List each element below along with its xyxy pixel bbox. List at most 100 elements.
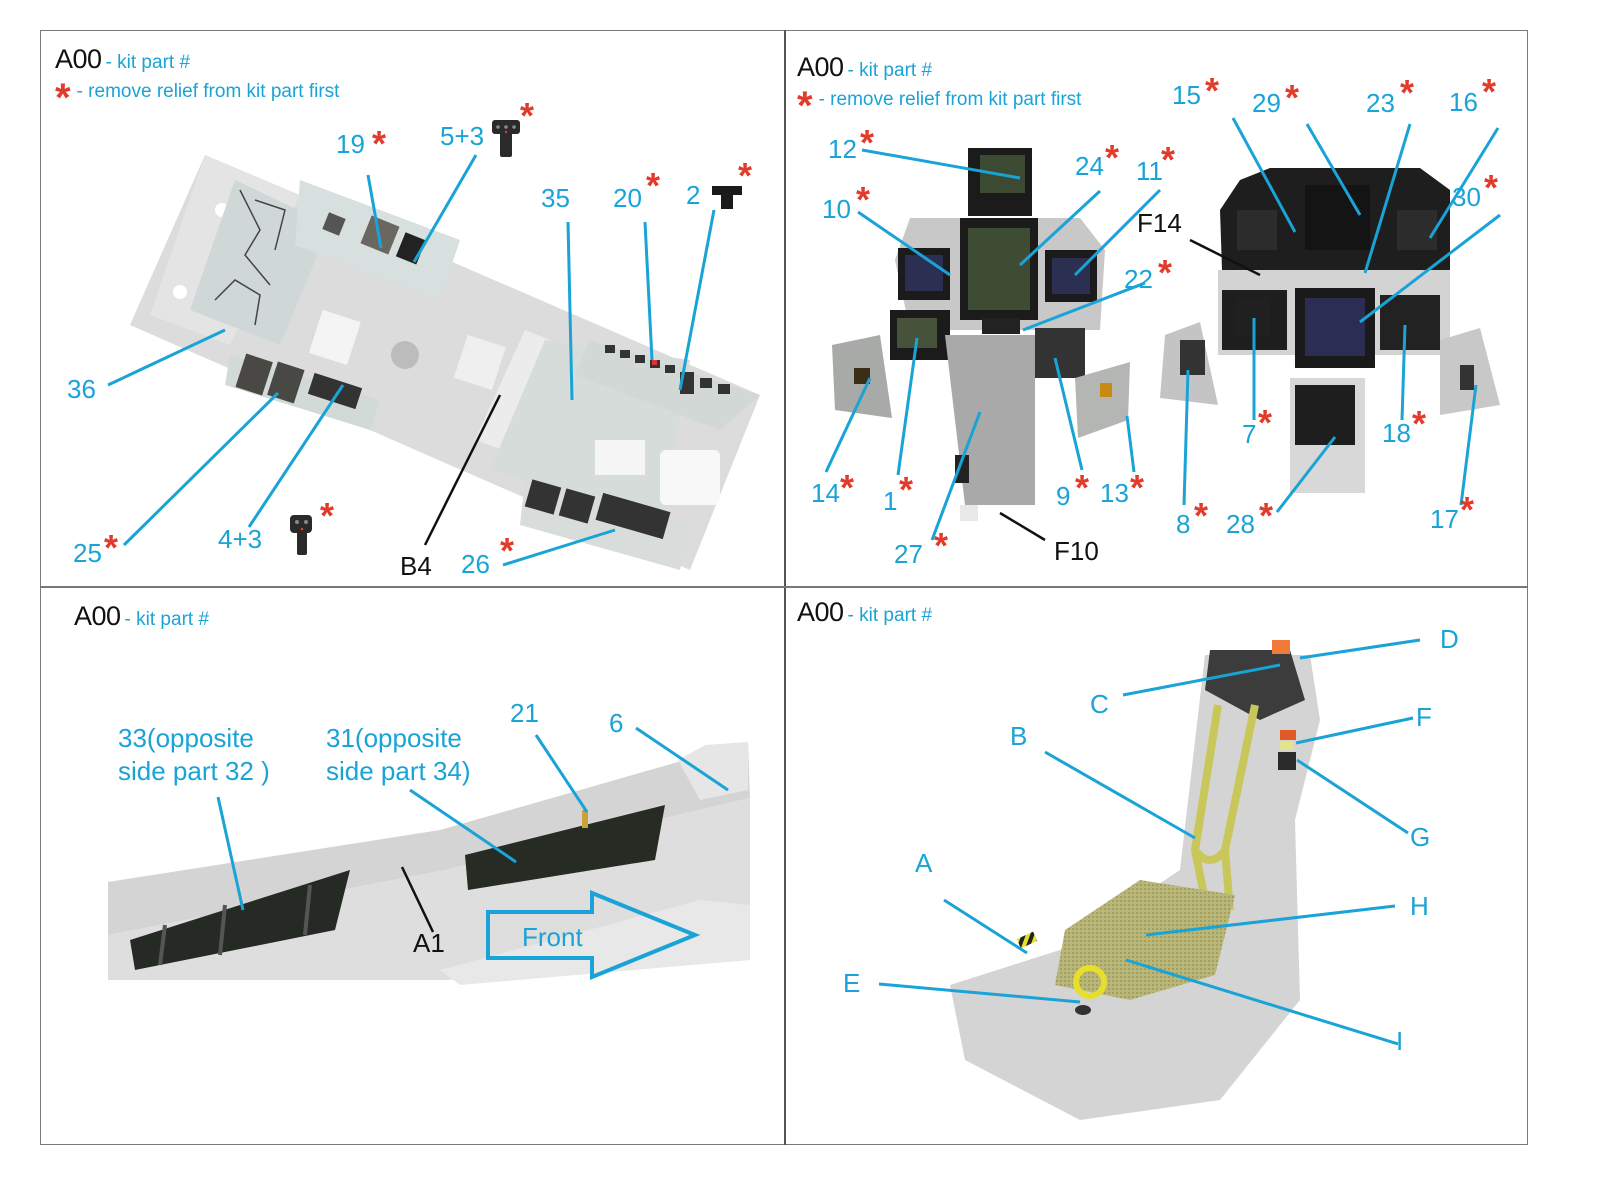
label-part-15: 15 xyxy=(1172,80,1201,110)
label-part-22: 22 xyxy=(1124,264,1153,294)
cockpit-tub-illustration xyxy=(130,155,760,570)
label-part-8: 8 xyxy=(1176,509,1190,539)
stick-grip-icon xyxy=(290,515,312,555)
asterisk-icon: * xyxy=(1161,139,1175,180)
asterisk-icon: * xyxy=(1482,71,1496,112)
kit-code: A00 xyxy=(797,52,844,82)
asterisk-icon: * xyxy=(1400,72,1414,113)
label-part-2: 2 xyxy=(686,180,700,210)
label-part-33-note: side part 32 ) xyxy=(118,756,270,786)
label-part-A1: A1 xyxy=(413,928,445,958)
label-seat-C: C xyxy=(1090,689,1109,719)
asterisk-icon: * xyxy=(1484,167,1498,208)
asterisk-icon: * xyxy=(372,123,386,164)
label-part-26: 26 xyxy=(461,549,490,579)
asterisk-icon: * xyxy=(1158,252,1172,293)
kit-code: A00 xyxy=(74,601,121,631)
ejection-seat-illustration xyxy=(950,640,1320,1120)
asterisk-icon: * xyxy=(1259,495,1273,536)
front-label: Front xyxy=(522,922,583,952)
label-part-9: 9 xyxy=(1056,481,1070,511)
asterisk-icon: * xyxy=(1075,467,1089,508)
label-part-19: 19 xyxy=(336,129,365,159)
label-part-F10: F10 xyxy=(1054,536,1099,566)
front-arrow xyxy=(486,890,701,980)
front-panel-left-illustration xyxy=(832,148,1130,521)
kit-code: A00 xyxy=(797,597,844,627)
label-seat-G: G xyxy=(1410,822,1430,852)
stick-grip-icon xyxy=(492,120,520,157)
asterisk-icon: * xyxy=(797,84,813,128)
label-part-23: 23 xyxy=(1366,88,1395,118)
label-seat-E: E xyxy=(843,968,860,998)
legend-top-left: A00- kit part # *- remove relief from ki… xyxy=(55,44,340,118)
label-seat-B: B xyxy=(1010,721,1027,751)
label-part-6: 6 xyxy=(609,708,623,738)
label-part-16: 16 xyxy=(1449,87,1478,117)
asterisk-icon: * xyxy=(104,527,118,568)
vertical-divider xyxy=(784,30,786,1145)
asterisk-icon: * xyxy=(1105,137,1119,178)
asterisk-icon: * xyxy=(1460,489,1474,530)
kit-desc: - kit part # xyxy=(105,52,191,73)
label-part-F14: F14 xyxy=(1137,208,1182,238)
label-part-12: 12 xyxy=(828,134,857,164)
asterisk-icon: * xyxy=(840,467,854,508)
label-part-30: 30 xyxy=(1452,182,1481,212)
label-part-4-3: 4+3 xyxy=(218,524,262,554)
horizontal-divider xyxy=(40,586,1528,588)
kit-desc: - kit part # xyxy=(847,60,933,81)
label-part-14: 14 xyxy=(811,478,840,508)
kit-desc: - kit part # xyxy=(124,609,210,630)
label-part-36: 36 xyxy=(67,374,96,404)
asterisk-icon: * xyxy=(934,525,948,566)
asterisk-icon: * xyxy=(55,76,71,120)
label-seat-D: D xyxy=(1440,624,1459,654)
label-seat-A: A xyxy=(915,848,933,878)
legend-bottom-right: A00- kit part # xyxy=(797,597,932,628)
label-part-20: 20 xyxy=(613,183,642,213)
kit-desc: - kit part # xyxy=(847,605,933,626)
asterisk-icon: * xyxy=(1258,402,1272,443)
asterisk-desc: - remove relief from kit part first xyxy=(818,89,1082,110)
kit-code: A00 xyxy=(55,44,102,74)
label-part-5-3: 5+3 xyxy=(440,121,484,151)
label-part-10: 10 xyxy=(822,194,851,224)
label-part-31-note: side part 34) xyxy=(326,756,471,786)
asterisk-icon: * xyxy=(1285,77,1299,118)
asterisk-icon: * xyxy=(856,179,870,220)
asterisk-icon: * xyxy=(1130,467,1144,508)
label-part-21: 21 xyxy=(510,698,539,728)
label-part-11: 11 xyxy=(1136,156,1163,186)
side-wall-illustration xyxy=(108,742,750,985)
label-part-B4: B4 xyxy=(400,551,432,581)
front-panel-right-illustration xyxy=(1160,168,1500,493)
asterisk-icon: * xyxy=(1205,70,1219,111)
label-part-1: 1 xyxy=(883,486,897,516)
label-part-24: 24 xyxy=(1075,151,1104,181)
label-part-25: 25 xyxy=(73,538,102,568)
label-part-18: 18 xyxy=(1382,418,1411,448)
asterisk-icon: * xyxy=(520,95,534,136)
label-part-17: 17 xyxy=(1430,504,1459,534)
label-seat-F: F xyxy=(1416,702,1432,732)
label-part-27: 27 xyxy=(894,539,923,569)
label-part-33: 33(opposite xyxy=(118,723,254,753)
label-part-7: 7 xyxy=(1242,419,1256,449)
label-part-28: 28 xyxy=(1226,509,1255,539)
label-part-35: 35 xyxy=(541,183,570,213)
t-handle-icon xyxy=(712,186,742,209)
asterisk-icon: * xyxy=(1194,495,1208,536)
legend-bottom-left: A00- kit part # xyxy=(74,601,209,632)
label-seat-H: H xyxy=(1410,891,1429,921)
asterisk-icon: * xyxy=(646,165,660,206)
asterisk-icon: * xyxy=(899,469,913,510)
legend-top-right: A00- kit part # *- remove relief from ki… xyxy=(797,52,1082,126)
label-part-29: 29 xyxy=(1252,88,1281,118)
label-part-31: 31(opposite xyxy=(326,723,462,753)
asterisk-desc: - remove relief from kit part first xyxy=(76,81,340,102)
asterisk-icon: * xyxy=(738,155,752,196)
label-part-13: 13 xyxy=(1100,478,1129,508)
asterisk-icon: * xyxy=(500,530,514,571)
